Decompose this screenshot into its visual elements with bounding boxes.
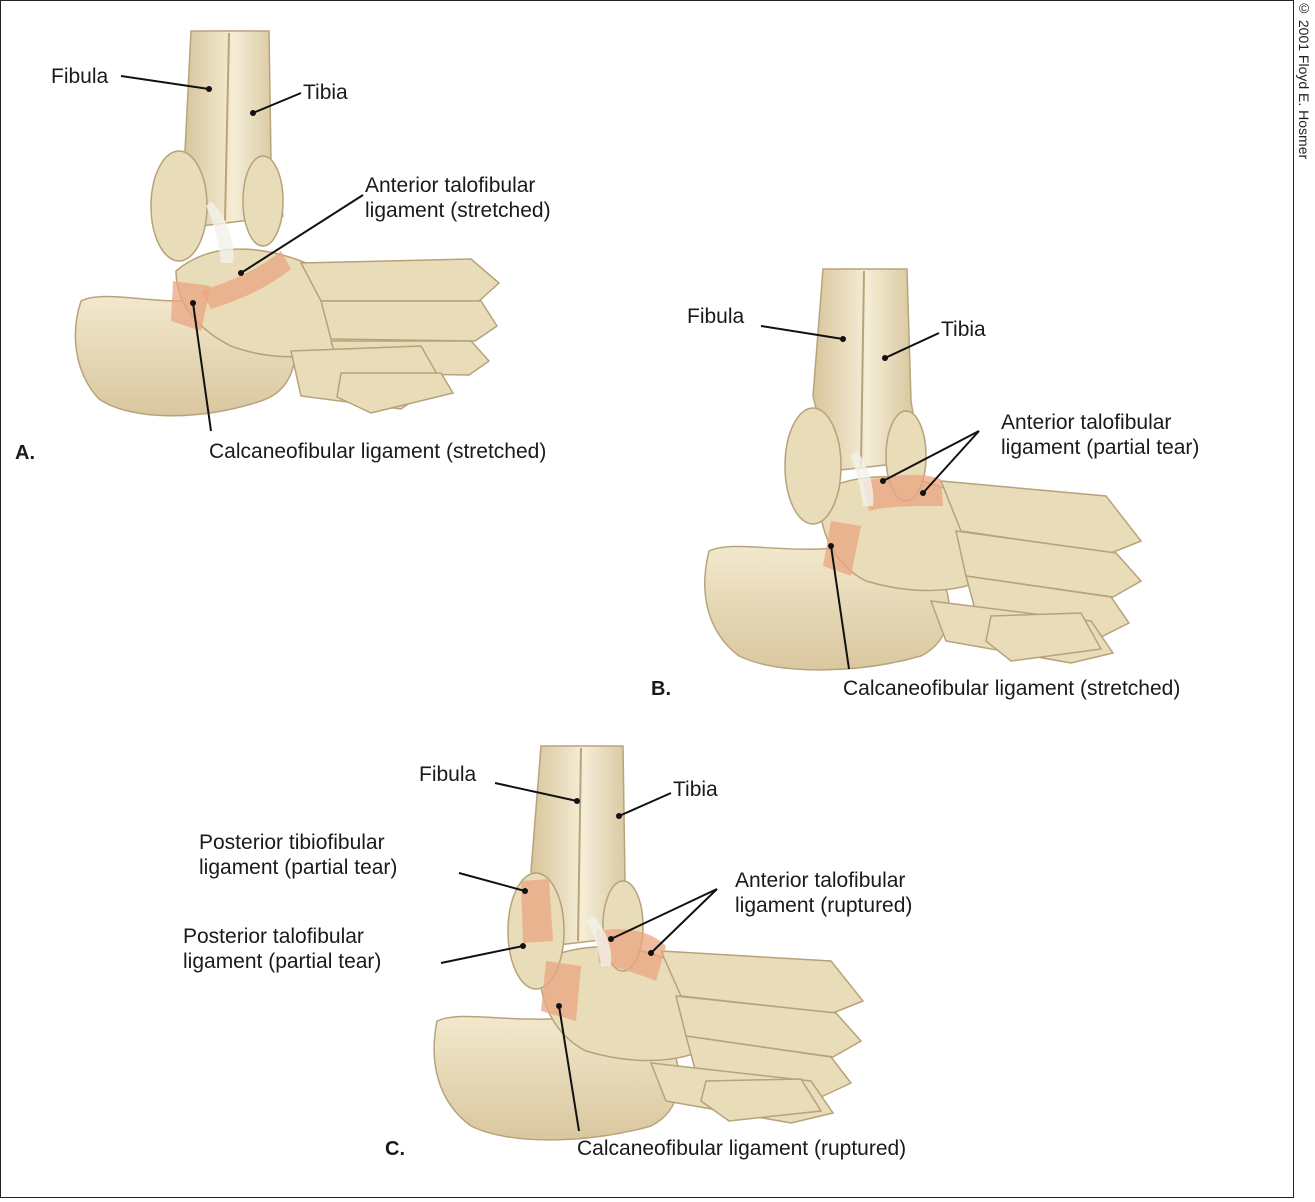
panel-b-anterior-talofibular-label-line1: Anterior talofibular xyxy=(1001,411,1171,434)
panel-c-posterior-tibiofibular-label-line2: ligament (partial tear) xyxy=(199,856,397,879)
panel-b-fibula-pointer xyxy=(840,336,846,342)
panel-c-anterior-talofibular-leader-1 xyxy=(610,888,718,940)
panel-c-anterior-talofibular-pointer-1 xyxy=(608,936,614,942)
panel-a: Fibula Tibia Anterior talofibular ligame… xyxy=(15,30,551,464)
panel-a-anterior-talofibular-label-line2: ligament (stretched) xyxy=(365,199,551,222)
panel-b-calcaneofibular-leader xyxy=(830,545,850,670)
panel-b-letter: B. xyxy=(651,678,671,700)
panel-b-tibia-leader xyxy=(884,332,940,359)
panel-c-calcaneofibular-leader xyxy=(558,1005,580,1132)
panel-a-fibula-pointer xyxy=(206,86,212,92)
panel-a-anterior-talofibular-label-line1: Anterior talofibular xyxy=(365,174,535,197)
panel-c-anterior-talofibular-leader-2 xyxy=(650,888,718,954)
panel-b-anterior-talofibular-pointer-1 xyxy=(880,478,886,484)
panel-b-anterior-talofibular-pointer-2 xyxy=(920,490,926,496)
panel-b-tibia-pointer xyxy=(882,355,888,361)
panel-c-posterior-talofibular-label-line2: ligament (partial tear) xyxy=(183,950,381,973)
panel-b-calcaneofibular-label: Calcaneofibular ligament (stretched) xyxy=(843,677,1180,700)
panel-a-fibula-leader xyxy=(120,75,210,90)
panel-c-foot-illustration xyxy=(433,745,865,1141)
panel-a-fibula-label: Fibula xyxy=(51,65,109,88)
panel-a-calcaneofibular-label: Calcaneofibular ligament (stretched) xyxy=(209,440,546,463)
panel-c-posterior-tibiofibular-pointer xyxy=(522,888,528,894)
panel-a-tibia-leader xyxy=(252,92,302,114)
panel-b: Fibula Tibia Anterior talofibular ligame… xyxy=(651,268,1199,700)
panel-c: Fibula Tibia Posterior tibiofibular liga… xyxy=(183,745,912,1160)
panel-c-anterior-talofibular-label-line2: ligament (ruptured) xyxy=(735,894,912,917)
panel-c-fibula-pointer xyxy=(574,798,580,804)
panel-a-anterior-talofibular-leader xyxy=(240,194,364,274)
panel-c-calcaneofibular-pointer xyxy=(556,1003,562,1009)
panel-a-calcaneofibular-pointer xyxy=(190,300,196,306)
panel-a-tibia-label: Tibia xyxy=(303,81,348,104)
panel-b-fibula-leader xyxy=(760,325,844,340)
panel-c-fibula-leader xyxy=(494,782,578,802)
panel-b-anterior-talofibular-label-line2: ligament (partial tear) xyxy=(1001,436,1199,459)
panel-a-anterior-talofibular-pointer xyxy=(238,270,244,276)
panel-c-tibia-label: Tibia xyxy=(673,778,718,801)
panel-b-tibia-label: Tibia xyxy=(941,318,986,341)
panel-b-fibula-label: Fibula xyxy=(687,305,745,328)
panel-c-anterior-talofibular-label-line1: Anterior talofibular xyxy=(735,869,905,892)
panel-c-posterior-talofibular-pointer xyxy=(520,943,526,949)
panel-c-posterior-talofibular-leader xyxy=(440,945,524,964)
panel-a-calcaneofibular-leader xyxy=(192,302,212,432)
panel-c-posterior-tibiofibular-label-line1: Posterior tibiofibular xyxy=(199,831,385,854)
copyright-notice: © 2001 Floyd E. Hosmer xyxy=(1296,0,1312,160)
panel-c-letter: C. xyxy=(385,1138,405,1160)
panel-c-anterior-talofibular-pointer-2 xyxy=(648,950,654,956)
panel-b-calcaneofibular-pointer xyxy=(828,543,834,549)
panel-c-posterior-tibiofibular-leader xyxy=(458,872,526,892)
panel-c-fibula-label: Fibula xyxy=(419,763,477,786)
panel-a-foot-illustration xyxy=(74,30,501,417)
panel-c-tibia-pointer xyxy=(616,813,622,819)
panel-c-calcaneofibular-label: Calcaneofibular ligament (ruptured) xyxy=(577,1137,906,1160)
panel-b-anterior-talofibular-leader-1 xyxy=(882,430,980,482)
panel-c-tibia-leader xyxy=(618,792,672,817)
ankle-sprain-diagram: Fibula Tibia Anterior talofibular ligame… xyxy=(15,30,1199,1160)
panel-b-anterior-talofibular-leader-2 xyxy=(922,430,980,494)
panel-c-posterior-talofibular-label-line1: Posterior talofibular xyxy=(183,925,364,948)
panel-b-foot-illustration xyxy=(704,268,1143,671)
panel-a-tibia-pointer xyxy=(250,110,256,116)
panel-a-letter: A. xyxy=(15,442,35,464)
